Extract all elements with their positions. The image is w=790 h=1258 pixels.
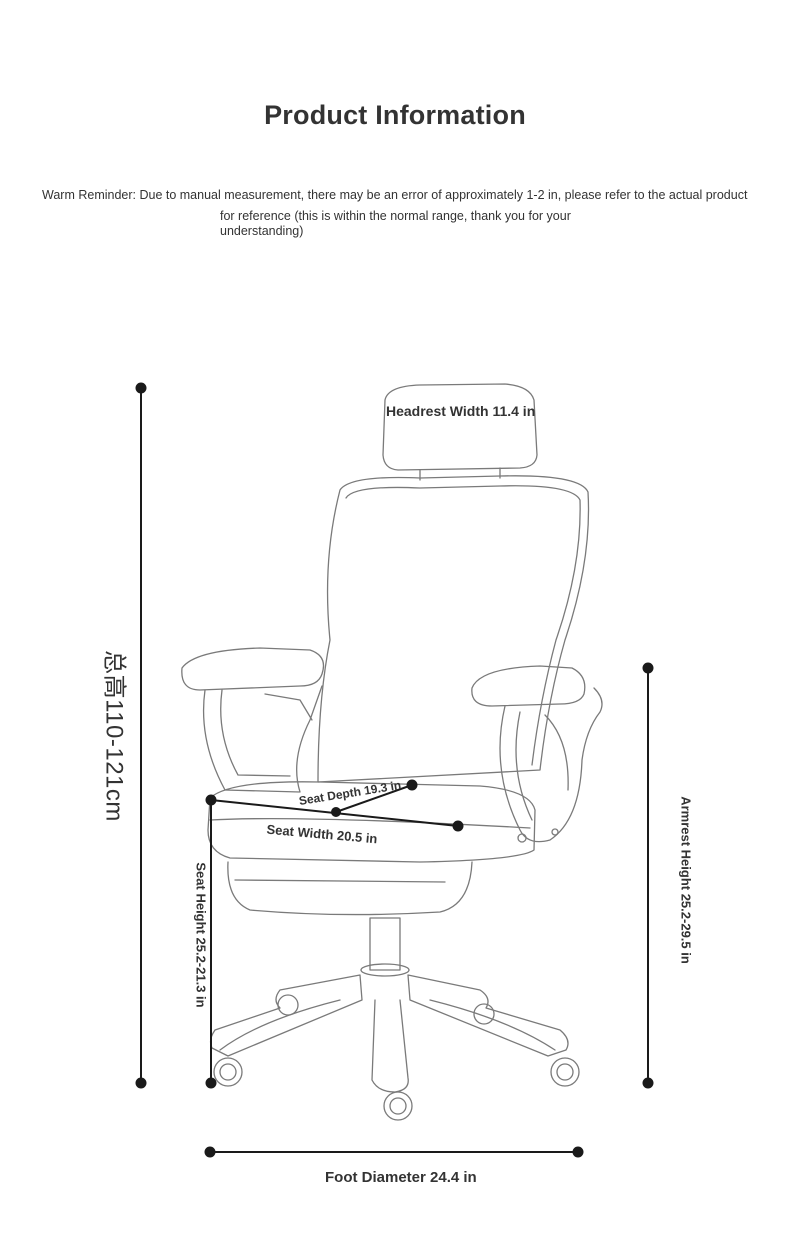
seat-height-label: Seat Height 25.2-21.3 in — [193, 862, 209, 1008]
armrest-height-label: Armrest Height 25.2-29.5 in — [678, 796, 694, 964]
page-title: Product Information — [264, 100, 526, 130]
reminder-text-line2: for reference (this is within the normal… — [220, 209, 571, 238]
reminder-text-line1: Warm Reminder: Due to manual measurement… — [42, 188, 748, 202]
seat-depth-line — [335, 784, 413, 813]
foot-diameter-label: Foot Diameter 24.4 in — [325, 1169, 477, 1186]
chair-seat — [207, 781, 536, 863]
total-height-label: 总高110-121cm — [100, 650, 128, 822]
chair-armrest-right — [471, 665, 586, 707]
headrest-width-label: Headrest Width 11.4 in — [386, 403, 536, 419]
chair-backrest — [317, 475, 590, 783]
chair-gas-cylinder — [369, 917, 401, 971]
chair-headrest — [382, 383, 538, 471]
chair-armrest-left — [181, 647, 325, 691]
